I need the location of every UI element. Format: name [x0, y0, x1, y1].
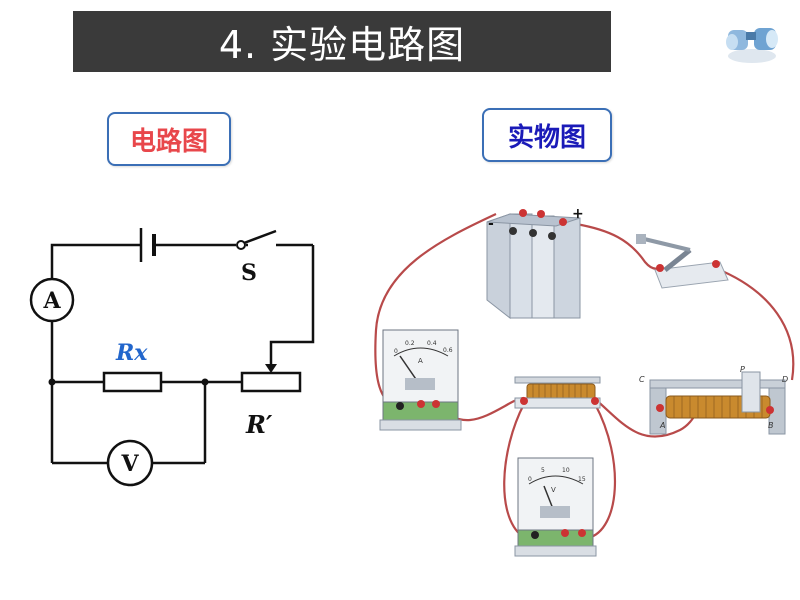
ammeter-symbol: A [29, 277, 75, 323]
rheostat-terminal-c: C [639, 375, 645, 384]
ammeter-scale-3: 0.6 [443, 347, 453, 354]
voltmeter-letter: V [120, 451, 139, 477]
voltmeter-scale-1: 5 [541, 467, 545, 474]
ammeter-device-letter: A [418, 357, 423, 365]
battery-plus-sign: + [572, 206, 584, 222]
circuit-diagram-label: 电路图 [107, 112, 231, 166]
voltmeter-scale-3: 15 [578, 476, 586, 483]
rheostat-terminal-b: B [768, 421, 774, 430]
battery-minus-sign: - [488, 216, 494, 232]
battery-symbol [139, 228, 156, 262]
junction-dot [201, 378, 209, 386]
voltmeter-device: 0 5 10 15 V [514, 457, 597, 557]
ammeter-device: 0 0.2 0.4 0.6 A [379, 329, 462, 431]
switch-symbol [236, 229, 277, 250]
ammeter-scale-1: 0.2 [405, 340, 415, 347]
voltmeter-symbol: V [106, 439, 154, 487]
binoculars-icon [726, 28, 778, 63]
resistor-rx-label: Rx [116, 340, 148, 366]
knife-switch [636, 234, 729, 289]
physical-diagram-label: 实物图 [482, 108, 612, 162]
battery-pack: - + [486, 206, 584, 320]
voltmeter-scale-2: 10 [562, 467, 570, 474]
rheostat-terminal-a: A [659, 421, 665, 430]
page-title: 4. 实验电路图 [73, 11, 611, 72]
voltmeter-device-letter: V [551, 486, 556, 494]
resistor-rx-symbol [102, 371, 163, 393]
rheostat-terminal-d: D [782, 375, 788, 384]
switch-label: S [241, 260, 257, 286]
ammeter-scale-2: 0.4 [427, 340, 437, 347]
ammeter-scale-0: 0 [394, 348, 398, 355]
ammeter-letter: A [42, 288, 61, 314]
rheostat-slider-arrow [265, 364, 277, 373]
rheostat-device: C P D A B [639, 365, 788, 435]
junction-dot [48, 378, 56, 386]
rheostat-label: R′ [246, 410, 273, 439]
voltmeter-scale-0: 0 [528, 476, 532, 483]
resistor-device [514, 376, 601, 409]
rheostat-terminal-p: P [740, 365, 745, 374]
